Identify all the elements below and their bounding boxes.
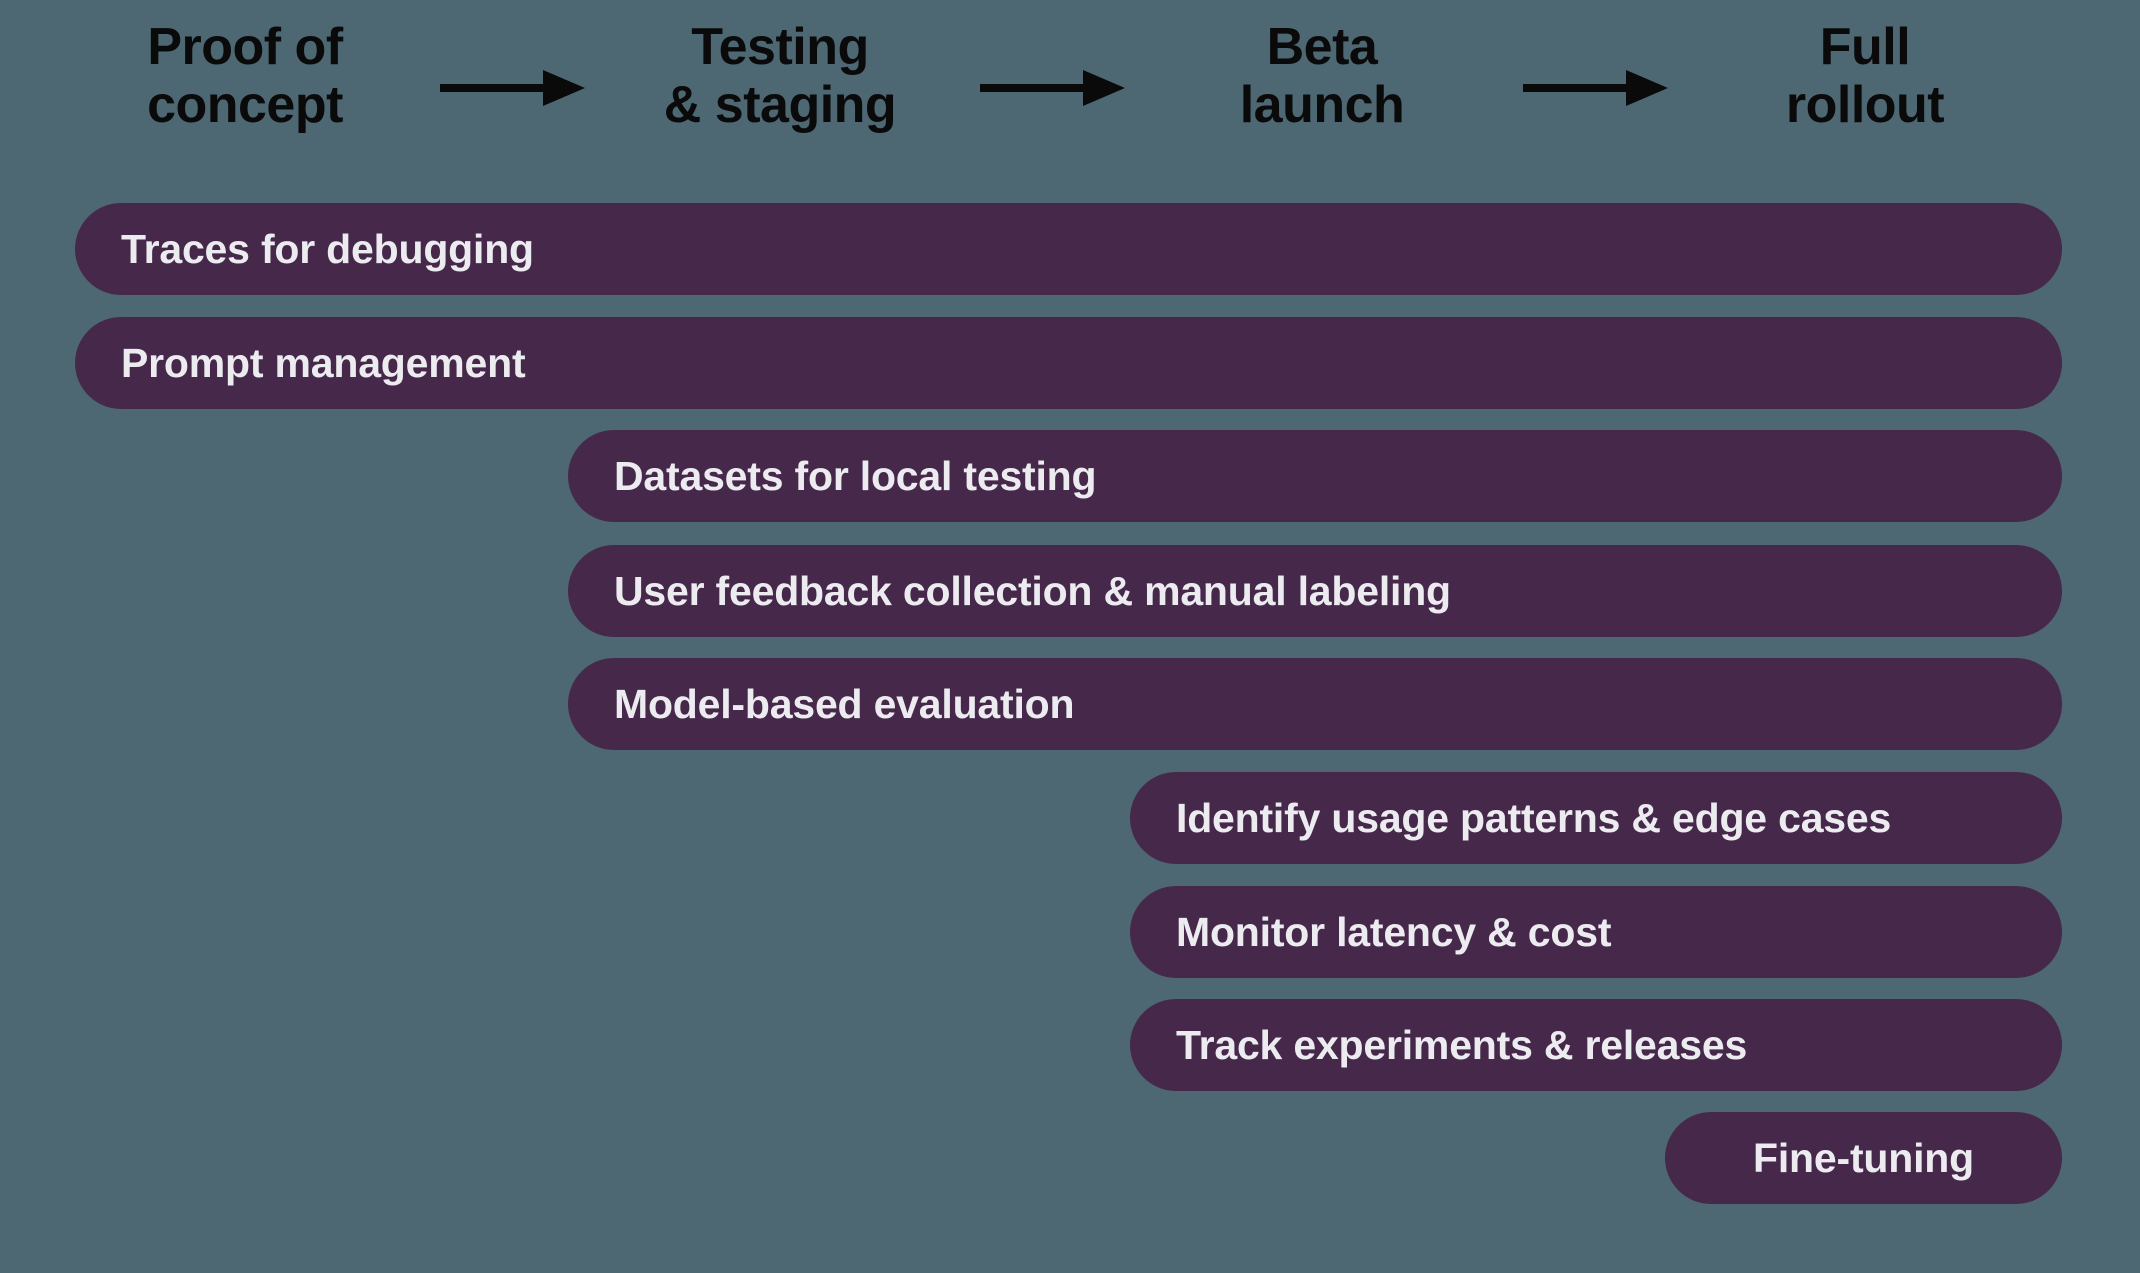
phase-label-4: Full rollout [1785, 18, 1945, 135]
phase-label-1: Proof of concept [147, 18, 343, 135]
phase-arrow-2-icon [980, 70, 1125, 106]
capability-bar-label: Monitor latency & cost [1176, 908, 1612, 955]
capability-bar[interactable]: Monitor latency & cost [1130, 886, 2062, 978]
capability-bar-label: Prompt management [121, 339, 526, 386]
capability-bar[interactable]: Identify usage patterns & edge cases [1130, 772, 2062, 864]
phase-label-2: Testing & staging [663, 18, 897, 135]
capability-bar-label: Model-based evaluation [614, 680, 1075, 727]
capability-bar[interactable]: Track experiments & releases [1130, 999, 2062, 1091]
capability-bar-label: Datasets for local testing [614, 452, 1097, 499]
capability-bar[interactable]: User feedback collection & manual labeli… [568, 545, 2062, 637]
capability-bar[interactable]: Fine-tuning [1665, 1112, 2062, 1204]
capability-bar[interactable]: Traces for debugging [75, 203, 2062, 295]
capability-bar-label: Fine-tuning [1753, 1134, 1974, 1181]
capability-bar-label: Identify usage patterns & edge cases [1176, 794, 1892, 841]
phase-arrow-3-icon [1523, 70, 1668, 106]
capability-bar-label: Track experiments & releases [1176, 1021, 1748, 1068]
phase-arrow-1-icon [440, 70, 585, 106]
capability-bar-label: Traces for debugging [121, 225, 534, 272]
capability-bar[interactable]: Datasets for local testing [568, 430, 2062, 522]
capability-bar-label: User feedback collection & manual labeli… [614, 567, 1451, 614]
phase-label-3: Beta launch [1239, 18, 1405, 135]
capability-bar[interactable]: Model-based evaluation [568, 658, 2062, 750]
capability-bar[interactable]: Prompt management [75, 317, 2062, 409]
